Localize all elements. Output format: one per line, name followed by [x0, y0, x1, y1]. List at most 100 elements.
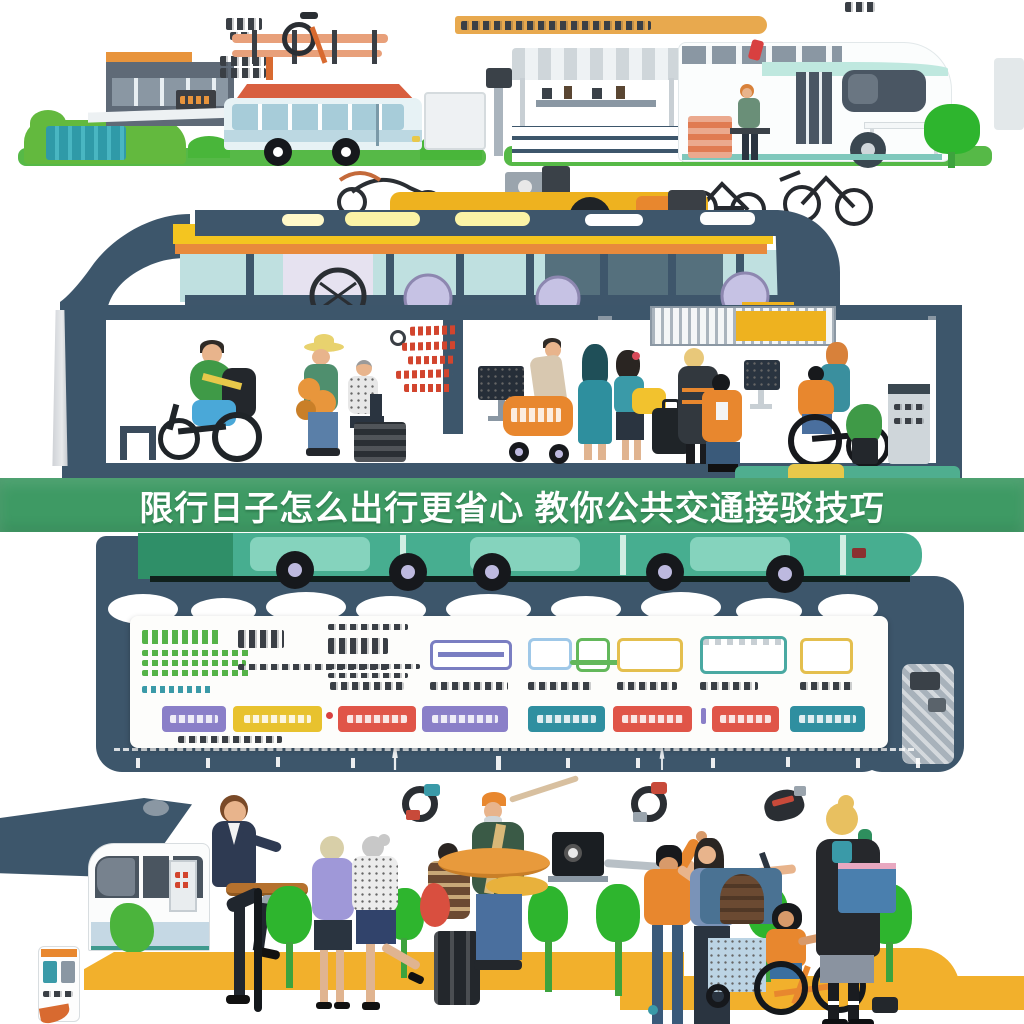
bike-wheel	[212, 412, 262, 462]
doodle-detail	[406, 810, 420, 820]
kiosk-text-garbled	[43, 991, 73, 997]
cart-barrel	[720, 874, 764, 924]
corn-tray	[486, 876, 548, 896]
road-post	[711, 758, 715, 768]
banner-strip-orange	[455, 16, 767, 34]
teal-shuttle-bus	[138, 533, 922, 593]
traveler-with-red-bag	[420, 843, 484, 1013]
roof-pod	[345, 212, 420, 226]
scooter-wheel	[549, 444, 569, 464]
camera-bracket	[548, 876, 608, 882]
road-post	[636, 758, 640, 768]
road-post	[206, 758, 210, 768]
person-legs	[308, 412, 338, 448]
scooter-label-garbled	[511, 408, 561, 422]
rider-hair	[808, 366, 824, 382]
doodle-detail	[651, 782, 667, 794]
leg-standing	[234, 897, 245, 997]
motorcycle-detail	[910, 672, 940, 690]
person-face	[545, 342, 561, 358]
cyclist	[150, 338, 270, 464]
diagram-caption-garbled	[330, 682, 404, 690]
kneeling-person-head	[356, 360, 372, 376]
doodle-detail	[633, 812, 647, 822]
diagram-caption-garbled	[430, 682, 508, 690]
person-sweater	[312, 858, 354, 920]
garbled-mark	[845, 2, 875, 12]
kiosk-panel	[43, 961, 57, 983]
panel-button-teal	[528, 706, 605, 732]
shoe	[334, 1002, 350, 1009]
blue-cart	[700, 851, 786, 1010]
monitor-base	[750, 404, 772, 409]
panel-heading-garbled	[238, 630, 284, 648]
panel-text-garbled	[142, 660, 246, 666]
bread-vendor	[438, 775, 588, 970]
vendor-stick	[508, 775, 580, 803]
kick-leg	[380, 942, 422, 971]
bus-diagram-green-line	[570, 660, 622, 665]
bus-wheel	[264, 138, 292, 166]
person-leg	[700, 444, 709, 464]
red-notice-garbled	[382, 322, 460, 408]
rail-door	[169, 860, 197, 912]
woman1-dress	[578, 380, 612, 444]
station-sign	[176, 90, 216, 110]
camper-door-panes	[796, 72, 832, 144]
tall-traveler	[814, 795, 900, 1024]
shuttle-underline	[150, 576, 910, 582]
scooter-wheel	[509, 442, 529, 462]
camper-bottom-trim	[682, 154, 942, 160]
door-sign-garbled	[175, 872, 191, 878]
cabinet-top	[888, 384, 930, 394]
street-vendor-group	[296, 334, 408, 464]
woman1-leg	[584, 444, 592, 460]
ticket-gate	[424, 92, 486, 150]
door-sign-garbled	[175, 882, 191, 888]
companion-hair	[826, 342, 848, 368]
doodle-detail	[794, 786, 806, 796]
person-leg	[652, 925, 663, 1024]
person-face	[312, 349, 330, 365]
panel-button-purple2	[422, 706, 508, 732]
street-scene	[0, 775, 1024, 1024]
luggage	[434, 931, 480, 1005]
cart-wheel	[706, 984, 730, 1008]
scooter-doodle-icon	[398, 782, 446, 828]
cabinet-lines	[894, 404, 924, 410]
gate-box	[486, 68, 512, 88]
shoe	[362, 1002, 380, 1010]
panel-button-purple	[162, 706, 226, 732]
person-leg	[366, 944, 375, 1002]
bike-wheel	[754, 961, 808, 1015]
bus-skirt-stripe	[224, 130, 422, 142]
rail-front-window	[97, 858, 135, 896]
tree-crown	[924, 104, 980, 154]
child-top	[766, 929, 806, 967]
panel-button-yellow	[233, 706, 322, 732]
roof-pod	[700, 212, 755, 225]
camper-window-glare	[848, 74, 878, 104]
woman2-leg	[634, 440, 641, 460]
support-pole	[52, 310, 68, 466]
city-bus	[224, 84, 422, 166]
shuttle-wheel	[276, 551, 314, 589]
tree-trunk	[545, 940, 552, 992]
road-post	[276, 757, 280, 767]
stall-shelf	[536, 100, 656, 107]
person-face	[698, 846, 716, 864]
person-leg	[672, 925, 683, 1024]
scooter-doodle-icon	[627, 782, 675, 828]
orange-crate	[688, 116, 732, 158]
headline-banner: 限行日子怎么出行更省心 教你公共交通接驳技巧	[0, 478, 1024, 532]
shuttle-wheel	[766, 555, 804, 593]
camper-roof-stripes	[682, 46, 842, 64]
panel-heading-garbled	[328, 638, 388, 654]
frame-left-band	[62, 308, 106, 487]
coat-stripe	[682, 400, 714, 404]
panel-text-garbled	[142, 670, 252, 676]
cabinet-lines	[894, 418, 924, 424]
rack-post	[252, 30, 257, 64]
child-face	[778, 911, 794, 927]
street-pole	[254, 888, 262, 1012]
